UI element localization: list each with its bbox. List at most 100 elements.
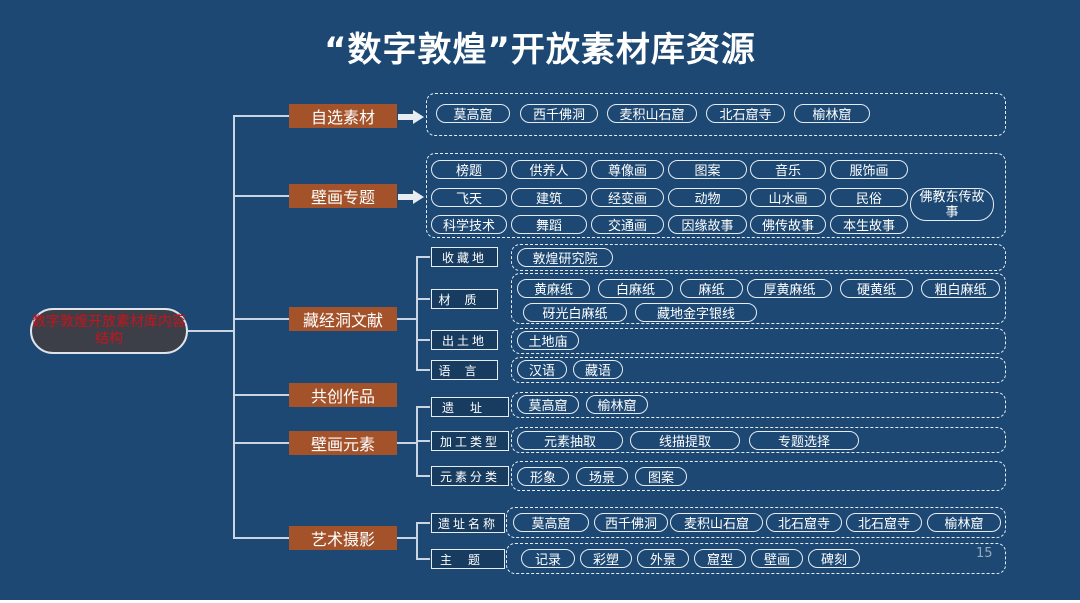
item-pill[interactable]: 线描提取 <box>630 431 740 450</box>
connector-sub <box>416 475 430 477</box>
item-pill[interactable]: 硬黄纸 <box>840 279 913 298</box>
item-pill[interactable]: 土地庙 <box>517 331 579 350</box>
item-pill[interactable]: 榆林窟 <box>586 395 648 414</box>
group-shoucangdi <box>511 244 1006 271</box>
connector-sub <box>416 339 430 341</box>
item-pill[interactable]: 服饰画 <box>830 160 908 179</box>
item-pill[interactable]: 榜题 <box>431 160 507 179</box>
item-pill[interactable]: 图案 <box>635 467 687 486</box>
group-bihua-zhuanti <box>426 153 1006 238</box>
item-pill[interactable]: 莫高窟 <box>517 395 579 414</box>
group-jiagong <box>511 427 1006 453</box>
item-pill[interactable]: 藏地金字银线 <box>635 303 757 322</box>
item-pill[interactable]: 北石窟寺 <box>706 104 785 123</box>
sub-label-shoucangdi: 收藏地 <box>431 247 498 267</box>
sub-label-yuansu-fenlei: 元素分类 <box>431 466 509 486</box>
item-pill[interactable]: 黄麻纸 <box>517 279 590 298</box>
item-pill[interactable]: 西千佛洞 <box>520 104 598 123</box>
item-pill[interactable]: 山水画 <box>750 188 826 207</box>
item-pill[interactable]: 麻纸 <box>680 279 743 298</box>
slide-title: “数字敦煌”开放素材库资源 <box>324 30 756 70</box>
sub-label-caizhi: 材质 <box>431 289 498 309</box>
connector-sub-spine <box>397 442 417 444</box>
connector-sub <box>416 256 430 258</box>
group-yuyan <box>511 357 1006 383</box>
item-pill[interactable]: 经变画 <box>591 188 664 207</box>
item-pill[interactable]: 尊像画 <box>591 160 664 179</box>
item-pill[interactable]: 粗白麻纸 <box>921 279 1000 298</box>
group-yizhi-mingcheng <box>506 507 1006 538</box>
item-pill[interactable]: 因缘故事 <box>668 215 747 234</box>
sub-label-yizhi-mingcheng: 遗址名称 <box>431 513 505 533</box>
sub-label-chutudi: 出土地 <box>431 330 498 350</box>
connector-sub-spine <box>397 318 417 320</box>
item-pill[interactable]: 彩塑 <box>580 549 632 568</box>
item-pill[interactable]: 北石窟寺 <box>766 513 842 532</box>
item-pill[interactable]: 麦积山石窟 <box>670 513 763 532</box>
item-pill[interactable]: 藏语 <box>573 360 623 379</box>
item-pill[interactable]: 记录 <box>521 549 575 568</box>
item-pill[interactable]: 碑刻 <box>808 549 860 568</box>
item-pill[interactable]: 莫高窟 <box>513 513 589 532</box>
item-pill[interactable]: 榆林窟 <box>927 513 1001 532</box>
item-pill[interactable]: 敦煌研究院 <box>517 248 613 267</box>
connector-sub-spine <box>416 522 418 559</box>
item-pill[interactable]: 佛传故事 <box>750 215 826 234</box>
group-zhuti <box>506 543 1006 574</box>
item-pill[interactable]: 汉语 <box>517 360 567 379</box>
item-pill[interactable]: 场景 <box>576 467 628 486</box>
connector-sub <box>416 298 430 300</box>
category-yishu-sheying: 艺术摄影 <box>289 526 397 550</box>
category-gongchuang: 共创作品 <box>289 383 397 407</box>
item-pill[interactable]: 外景 <box>637 549 689 568</box>
root-label: 数字敦煌开放素材库内容结构 <box>32 314 186 347</box>
connector-cat-4 <box>233 442 289 444</box>
item-pill[interactable]: 图案 <box>668 160 747 179</box>
page-number: 15 <box>976 546 993 561</box>
sub-label-zhuti: 主题 <box>431 549 505 569</box>
item-pill[interactable]: 佛教东传故事 <box>910 188 994 221</box>
item-pill[interactable]: 飞天 <box>431 188 507 207</box>
item-pill[interactable]: 本生故事 <box>830 215 908 234</box>
arrow-right-icon <box>398 110 424 124</box>
connector-sub <box>416 558 430 560</box>
connector-cat-0 <box>233 115 289 117</box>
item-pill[interactable]: 砑光白麻纸 <box>523 303 627 322</box>
item-pill[interactable]: 舞蹈 <box>511 215 587 234</box>
category-bihua-yuansu: 壁画元素 <box>289 431 397 455</box>
group-zixuan <box>426 93 1006 136</box>
root-node: 数字敦煌开放素材库内容结构 <box>30 308 188 354</box>
item-pill[interactable]: 交通画 <box>591 215 664 234</box>
item-pill[interactable]: 北石窟寺 <box>846 513 922 532</box>
sub-label-yizhi: 遗址 <box>431 397 509 417</box>
item-pill[interactable]: 民俗 <box>830 188 908 207</box>
category-cangjingdong: 藏经洞文献 <box>289 307 397 331</box>
connector-sub <box>416 369 430 371</box>
item-pill[interactable]: 元素抽取 <box>517 431 623 450</box>
item-pill[interactable]: 壁画 <box>751 549 803 568</box>
connector-cat-2 <box>233 318 289 320</box>
item-pill[interactable]: 音乐 <box>750 160 826 179</box>
item-pill[interactable]: 供养人 <box>511 160 587 179</box>
sub-label-yuyan: 语言 <box>431 360 498 380</box>
item-pill[interactable]: 榆林窟 <box>794 104 870 123</box>
group-caizhi <box>511 273 1006 324</box>
item-pill[interactable]: 科学技术 <box>431 215 507 234</box>
group-chutudi <box>511 328 1006 354</box>
item-pill[interactable]: 莫高窟 <box>436 104 510 123</box>
item-pill[interactable]: 动物 <box>668 188 747 207</box>
item-pill[interactable]: 白麻纸 <box>598 279 673 298</box>
item-pill[interactable]: 麦积山石窟 <box>607 104 697 123</box>
category-zixuan: 自选素材 <box>289 104 397 128</box>
item-pill[interactable]: 厚黄麻纸 <box>747 279 832 298</box>
item-pill[interactable]: 专题选择 <box>749 431 859 450</box>
item-pill[interactable]: 窟型 <box>694 549 746 568</box>
group-yuansu-fenlei <box>511 461 1006 491</box>
sub-label-jiagong: 加工类型 <box>431 431 509 451</box>
item-pill[interactable]: 西千佛洞 <box>594 513 668 532</box>
arrow-right-icon <box>398 190 424 204</box>
connector-sub-spine <box>416 256 418 371</box>
item-pill[interactable]: 形象 <box>517 467 569 486</box>
item-pill[interactable]: 建筑 <box>511 188 587 207</box>
